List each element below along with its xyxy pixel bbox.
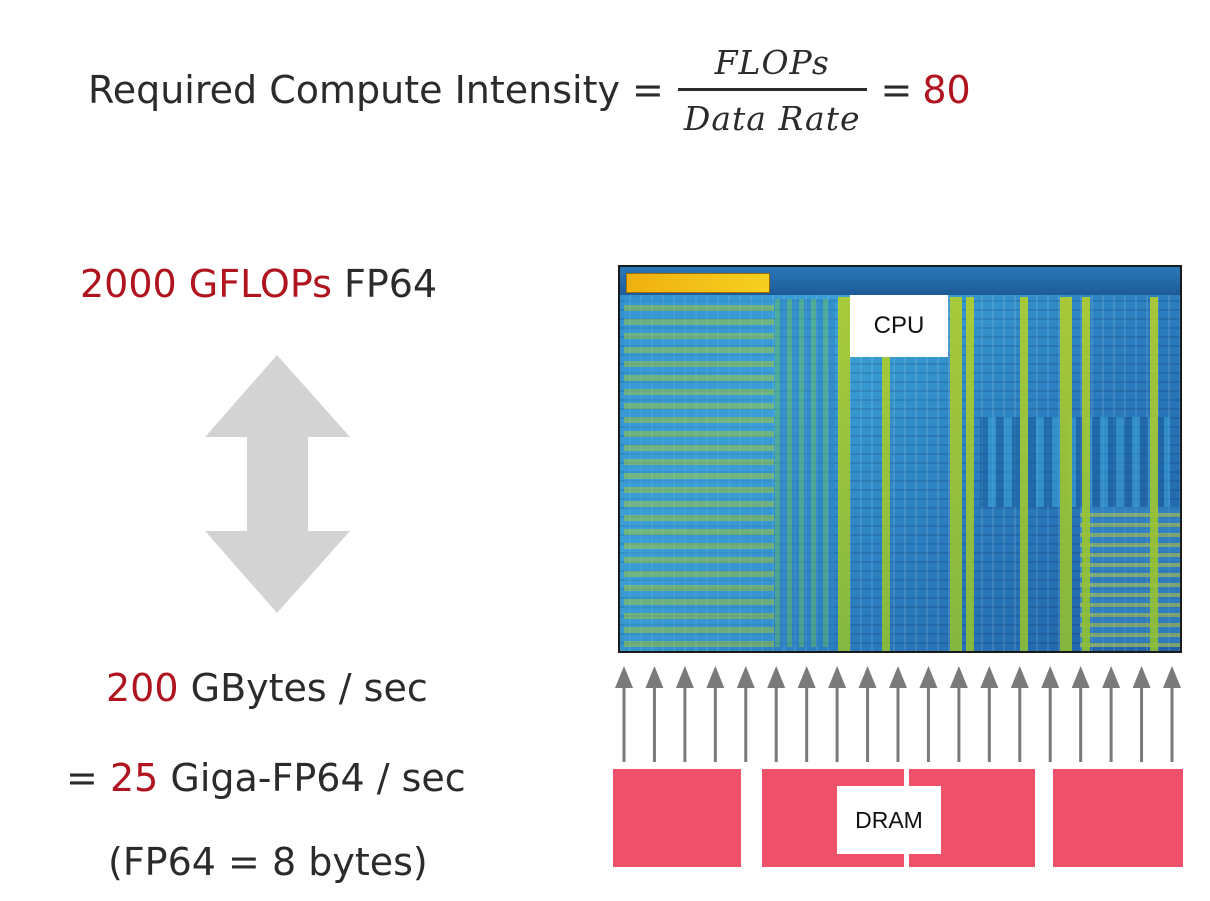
dram-block — [613, 769, 741, 867]
bandwidth-fp64-value: 25 — [109, 756, 159, 800]
die-core-block — [775, 299, 835, 647]
formula-numerator: FLOPs — [714, 42, 830, 82]
compute-value: 2000 GFLOPs — [80, 262, 332, 306]
compute-throughput: 2000 GFLOPs FP64 — [80, 262, 437, 306]
die-core-block — [624, 299, 774, 647]
die-stripe — [882, 297, 890, 651]
dram-label: DRAM — [837, 786, 941, 854]
die-stripe — [1020, 297, 1028, 651]
compute-unit: FP64 — [343, 262, 438, 306]
die-cache-block — [980, 417, 1170, 507]
up-arrow-icon — [858, 666, 877, 762]
up-arrow-icon — [949, 666, 968, 762]
up-arrow-icon — [828, 666, 847, 762]
bandwidth-unit: GBytes / sec — [190, 666, 428, 710]
formula-fraction: FLOPs Data Rate — [677, 42, 867, 138]
bandwidth-value: 200 — [106, 666, 179, 710]
formula-lhs: Required Compute Intensity = — [88, 68, 664, 112]
die-stripe — [966, 297, 974, 651]
up-arrow-icon — [767, 666, 786, 762]
up-arrow-icon — [615, 666, 633, 762]
up-arrow-icon — [645, 666, 664, 762]
die-stripe — [950, 297, 962, 651]
compute-intensity-formula: Required Compute Intensity = FLOPs Data … — [88, 40, 971, 140]
dram-block — [1053, 769, 1183, 867]
up-arrow-icon — [1071, 666, 1090, 762]
memory-transfer-arrows — [615, 666, 1181, 762]
die-gold-strip — [626, 273, 770, 293]
bandwidth-eq: = — [66, 756, 98, 800]
fraction-bar — [677, 87, 867, 91]
bandwidth-line-1: 200 GBytes / sec — [106, 666, 428, 710]
up-arrow-icon — [797, 666, 816, 762]
up-arrow-icon — [675, 666, 694, 762]
up-arrow-icon — [706, 666, 725, 762]
up-arrow-icon — [1132, 666, 1151, 762]
fp64-size-note: (FP64 = 8 bytes) — [108, 840, 428, 884]
formula-denominator: Data Rate — [683, 98, 861, 138]
die-stripe — [838, 297, 850, 651]
formula-equals: = — [880, 68, 913, 112]
bandwidth-line-2: = 25 Giga-FP64 / sec — [66, 756, 466, 800]
up-arrow-icon — [1041, 666, 1060, 762]
cpu-die-image: CPU — [618, 265, 1182, 653]
up-arrow-icon — [919, 666, 938, 762]
up-arrow-icon — [889, 666, 907, 762]
formula-result: 80 — [922, 68, 971, 112]
up-arrow-icon — [1010, 666, 1029, 762]
cpu-label: CPU — [850, 295, 948, 357]
up-arrow-icon — [1163, 666, 1181, 762]
double-arrow-icon — [205, 355, 350, 613]
up-arrow-icon — [1102, 666, 1121, 762]
die-stripe — [1082, 297, 1090, 651]
up-arrow-icon — [980, 666, 999, 762]
die-cache-block — [1080, 507, 1180, 647]
die-stripe — [1060, 297, 1072, 651]
up-arrow-icon — [736, 666, 755, 762]
die-stripe — [1150, 297, 1158, 651]
bandwidth-fp64-unit: Giga-FP64 / sec — [170, 756, 466, 800]
